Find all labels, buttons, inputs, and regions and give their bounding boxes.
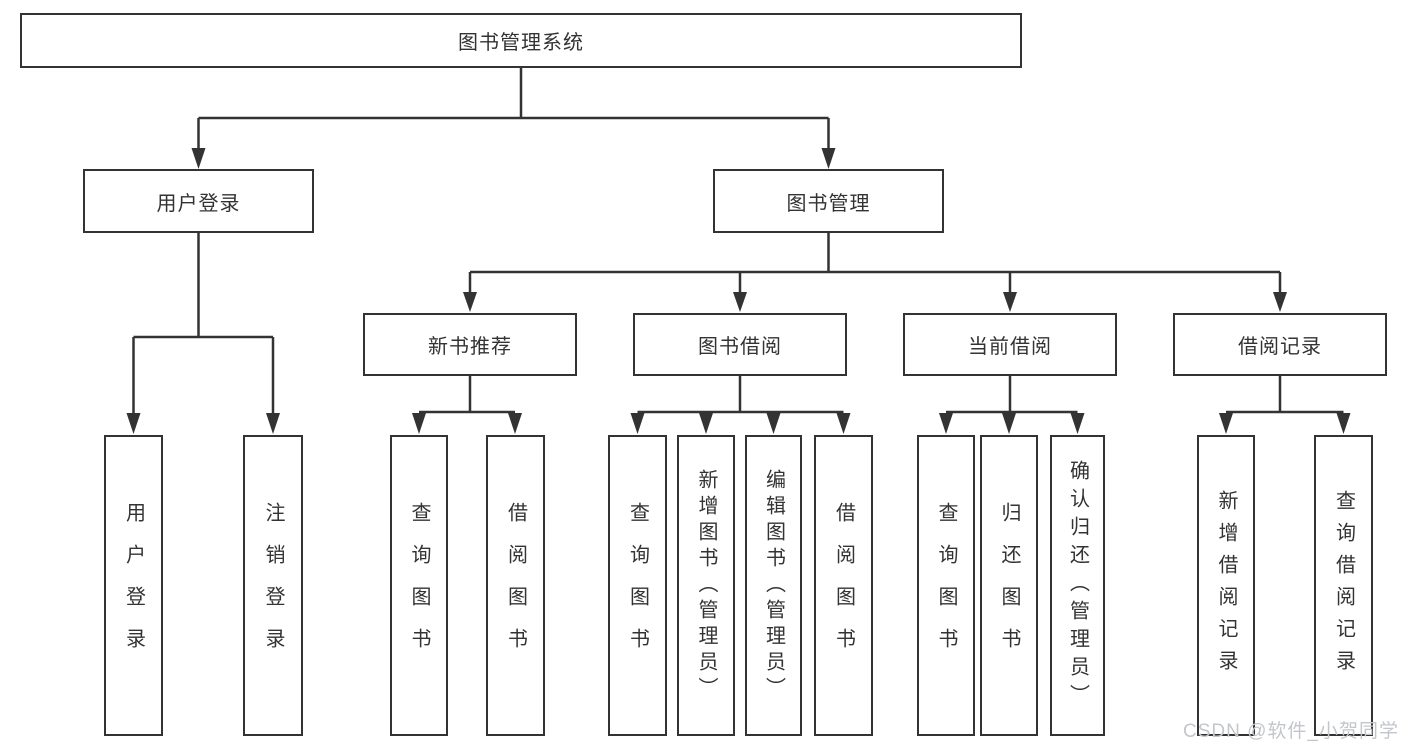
leaf-logout: 注销登录 — [243, 435, 303, 736]
leaf-label: 查询图书 — [935, 501, 957, 670]
leaf-add-books-admin: 新增图书（管理员） — [677, 435, 735, 736]
leaf-add-borrow-record: 新增借阅记录 — [1197, 435, 1255, 736]
leaf-return-books: 归还图书 — [980, 435, 1038, 736]
leaf-label: 确认归还（管理员） — [1066, 459, 1089, 712]
leaf-label: 用户登录 — [122, 501, 145, 670]
node-current-borrow: 当前借阅 — [903, 313, 1117, 376]
leaf-label: 借阅图书 — [504, 501, 527, 670]
leaf-label: 新增图书（管理员） — [695, 468, 717, 703]
leaf-query-borrow-record: 查询借阅记录 — [1314, 435, 1373, 736]
leaf-label: 注销登录 — [262, 501, 284, 670]
leaf-label: 查询借阅记录 — [1332, 489, 1355, 682]
leaf-borrow-books: 借阅图书 — [814, 435, 873, 736]
leaf-label: 归还图书 — [998, 501, 1020, 670]
leaf-label: 编辑图书（管理员） — [762, 468, 785, 703]
leaf-label: 查询图书 — [626, 501, 649, 670]
node-borrow-records: 借阅记录 — [1173, 313, 1387, 376]
leaf-label: 查询图书 — [408, 501, 430, 670]
node-user-login: 用户登录 — [83, 169, 314, 233]
leaf-confirm-return-admin: 确认归还（管理员） — [1050, 435, 1105, 736]
leaf-query-books: 查询图书 — [390, 435, 448, 736]
leaf-borrow-books: 借阅图书 — [486, 435, 545, 736]
leaf-label: 借阅图书 — [832, 501, 855, 670]
leaf-user-login: 用户登录 — [104, 435, 163, 736]
leaf-query-books: 查询图书 — [917, 435, 975, 736]
csdn-watermark: CSDN @软件_小贺同学 — [1183, 721, 1399, 742]
node-book-management: 图书管理 — [713, 169, 944, 233]
arrowheads — [126, 148, 1351, 434]
leaf-edit-books-admin: 编辑图书（管理员） — [745, 435, 802, 736]
leaf-label: 新增借阅记录 — [1215, 489, 1237, 682]
node-book-borrow: 图书借阅 — [633, 313, 847, 376]
node-root: 图书管理系统 — [20, 13, 1022, 68]
node-new-book-recommend: 新书推荐 — [363, 313, 577, 376]
leaf-query-books: 查询图书 — [608, 435, 667, 736]
